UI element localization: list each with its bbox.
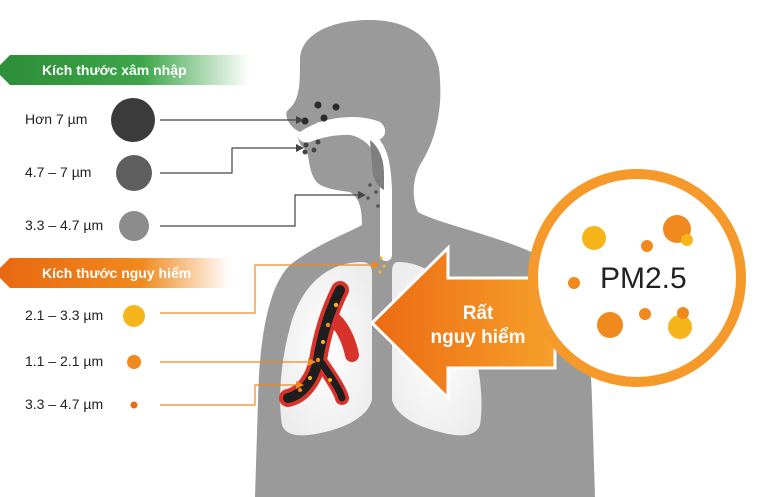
particle-4-7-to-7 (116, 155, 152, 191)
penetration-size-banner: Kích thước xâm nhập (0, 55, 250, 85)
big-arrow-text: Rất nguy hiểm (428, 302, 528, 350)
pm-label: PM2.5 (600, 262, 687, 295)
nasal-passage (298, 117, 386, 143)
danger-size-banner: Kích thước nguy hiểm (0, 258, 230, 288)
penetration-connectors (160, 119, 360, 227)
banner-arrow (0, 55, 10, 85)
throat-shadow (370, 140, 384, 190)
label-4-7-to-7: 4.7 – 7 µm (25, 164, 92, 180)
particle-over-7 (111, 98, 155, 142)
particle-2-1-to-3-3 (123, 305, 145, 327)
particle-small (130, 401, 138, 409)
particle-3-3-to-4-7 (119, 211, 149, 241)
big-arrow-line1: Rất (462, 303, 494, 324)
big-arrow-line2: nguy hiểm (430, 327, 526, 348)
nose-particles (301, 101, 386, 274)
label-3-3-to-4-7: 3.3 – 4.7 µm (25, 217, 104, 233)
label-over-7: Hơn 7 µm (25, 111, 88, 127)
banner-arrow (0, 258, 10, 288)
label-small: 3.3 – 4.7 µm (25, 396, 104, 412)
penetration-arrowheads (296, 116, 366, 199)
pm-particles (568, 215, 693, 339)
label-2-1-to-3-3: 2.1 – 3.3 µm (25, 307, 104, 323)
particle-1-1-to-2-1 (127, 355, 141, 369)
danger-connectors (160, 264, 374, 406)
danger-arrowheads (296, 261, 380, 389)
label-1-1-to-2-1: 1.1 – 2.1 µm (25, 353, 104, 369)
bronchi-particles (298, 302, 339, 392)
